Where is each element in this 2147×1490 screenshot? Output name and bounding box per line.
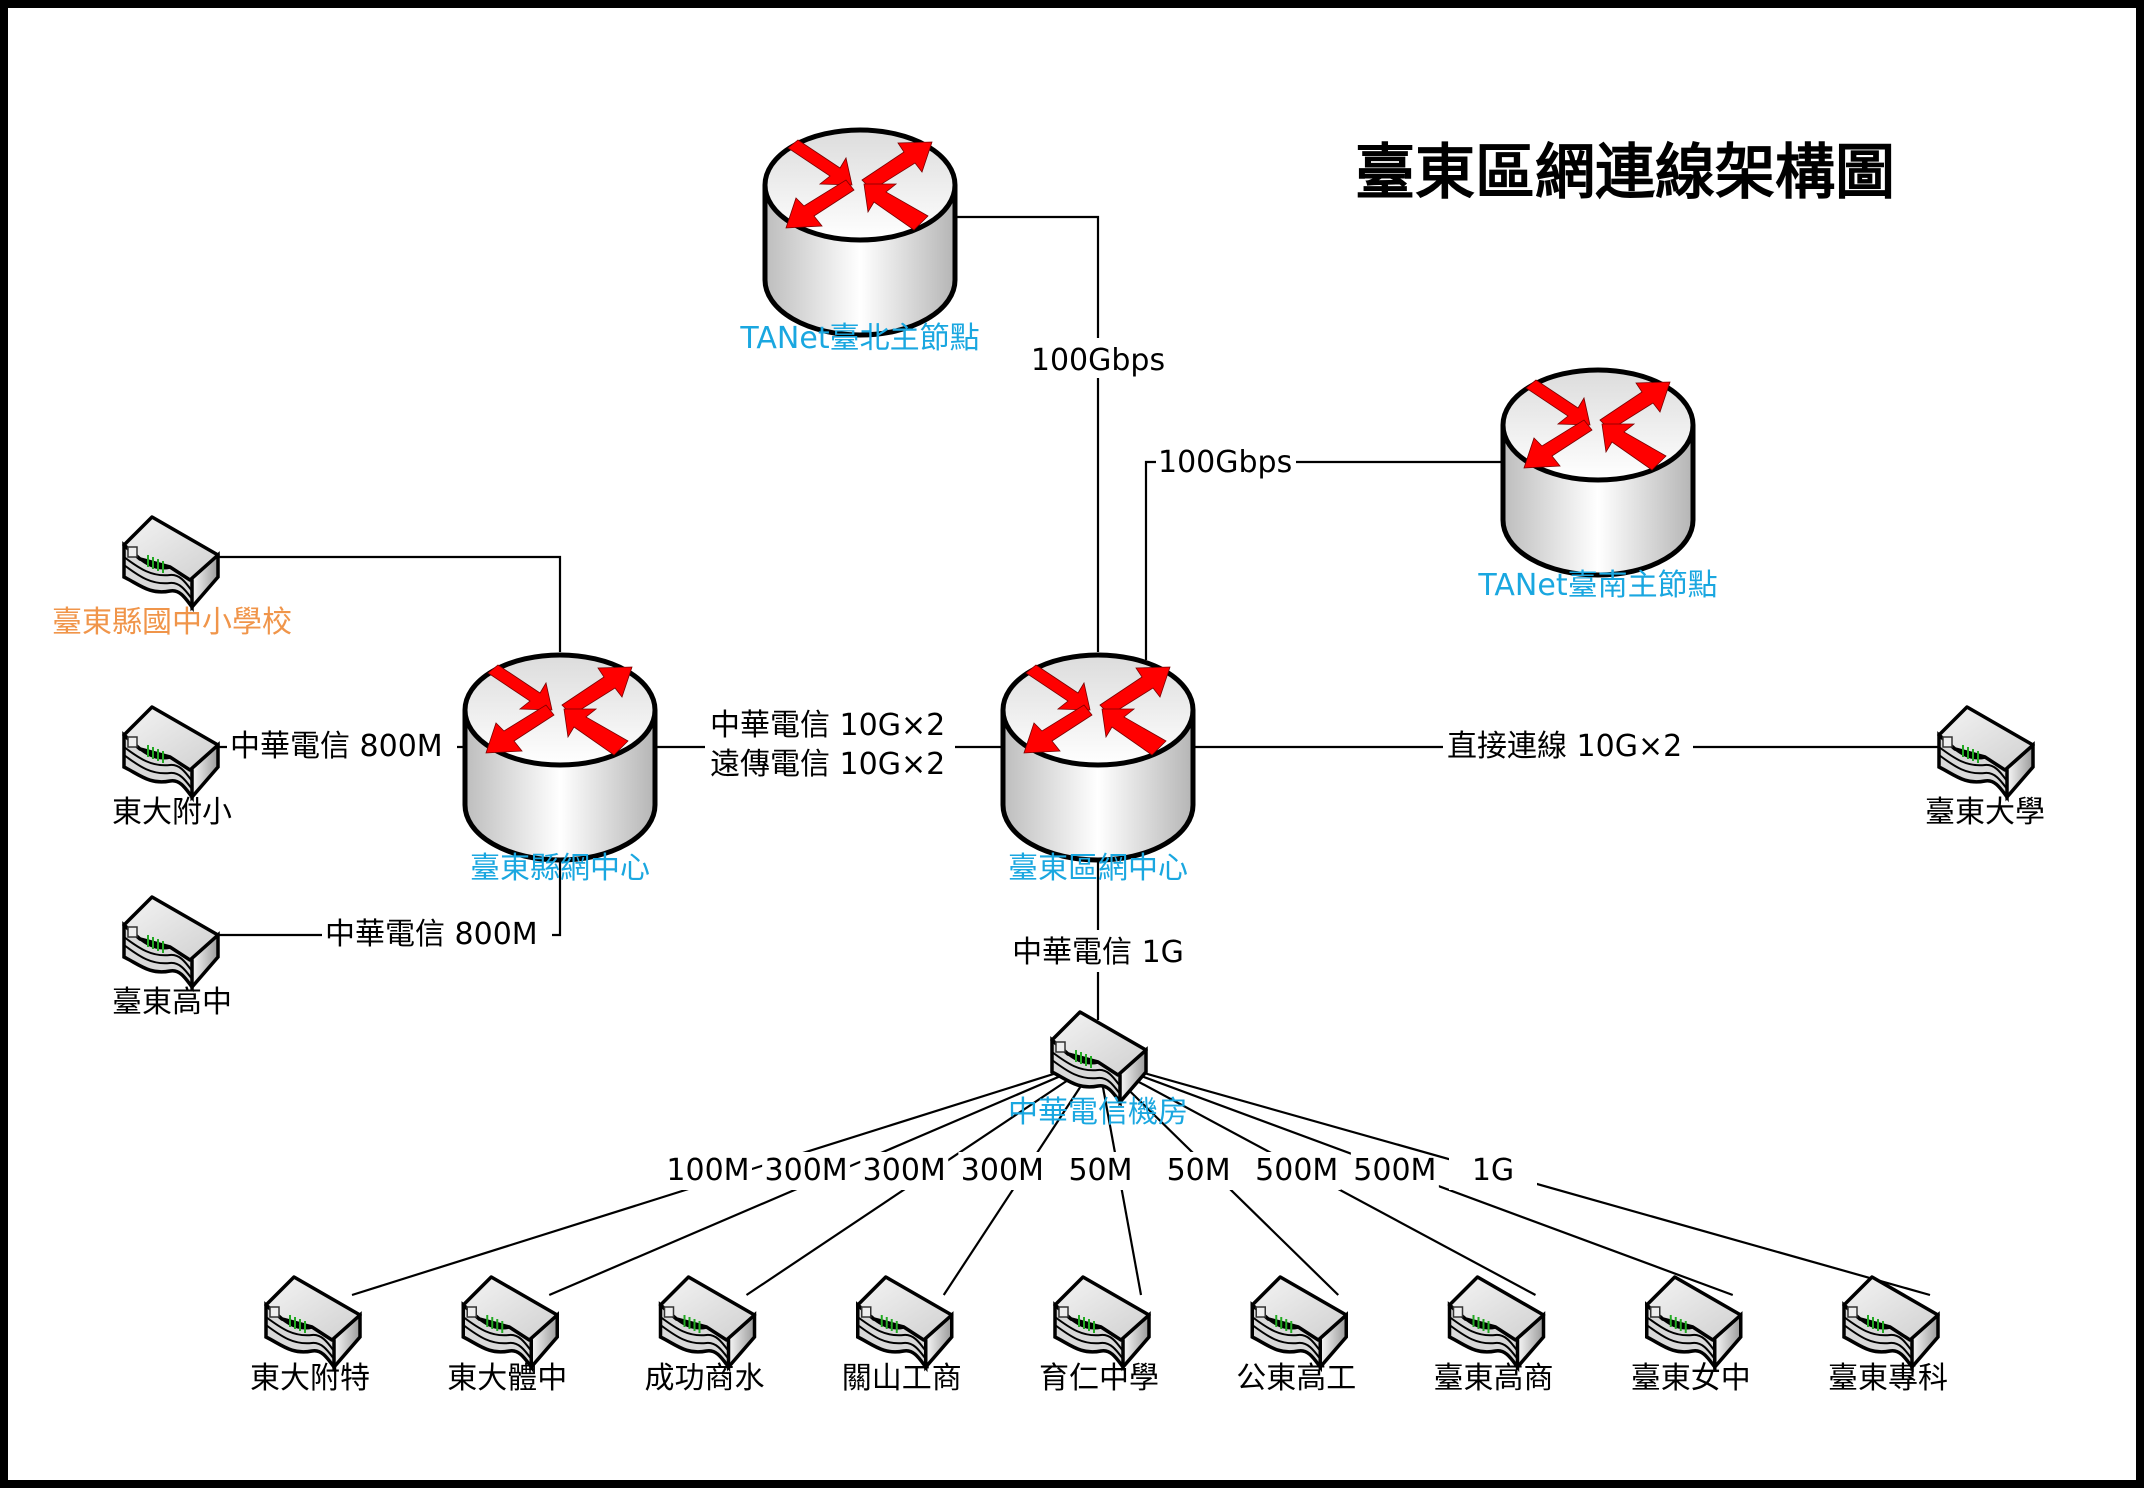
link-label-taipei-regional: 100Gbps (1031, 343, 1165, 378)
router-icon (1003, 655, 1193, 860)
branch-speed-label: 300M (863, 1153, 946, 1188)
branch-speed-label: 50M (1068, 1153, 1132, 1188)
branch-speed-label-bg (1350, 1152, 1439, 1190)
branch-school-label: 臺東專科 (1828, 1361, 1948, 1396)
branch-school: 臺東女中 (1631, 1275, 1751, 1396)
router-taipei: TANet臺北主節點 (739, 130, 980, 356)
branch-school-label: 成功商水 (645, 1361, 765, 1396)
link-label-county-dongda: 中華電信 800M (230, 729, 443, 764)
router-tainan: TANet臺南主節點 (1477, 370, 1718, 603)
branch-school-label: 育仁中學 (1039, 1361, 1159, 1396)
branch-speed-label-bg (664, 1152, 752, 1190)
branch-speed-label-bg (1449, 1152, 1537, 1190)
link-taipei-regional (955, 215, 1100, 652)
branch-school: 東大附特 (250, 1275, 370, 1396)
node-label-regional-center: 臺東區網中心 (1008, 851, 1188, 886)
router-regional-center: 臺東區網中心 (1003, 655, 1193, 886)
branch-school: 成功商水 (645, 1275, 765, 1396)
node-label-county-center: 臺東縣網中心 (470, 851, 650, 886)
node-label-taipei: TANet臺北主節點 (739, 321, 979, 356)
node-label-dongda-elementary: 東大附小 (112, 795, 232, 830)
node-label-taitung-senior: 臺東高中 (112, 985, 232, 1020)
branch-speed-label: 300M (765, 1153, 848, 1188)
branch-school: 臺東專科 (1828, 1275, 1948, 1396)
branch-speed-label: 500M (1353, 1153, 1436, 1188)
switch-county-schools: 臺東縣國中小學校 (52, 515, 292, 640)
link-county-schools (218, 555, 562, 652)
branch-speed-label: 1G (1472, 1153, 1514, 1188)
branch-school-label: 關山工商 (842, 1361, 962, 1396)
branch-school: 東大體中 (447, 1275, 567, 1396)
diagram-title: 臺東區網連線架構圖 (1355, 138, 1895, 208)
switch-nttu: 臺東大學 (1925, 705, 2045, 830)
branch-speed-label-bg (1056, 1152, 1145, 1190)
node-label-tainan: TANet臺南主節點 (1477, 568, 1717, 603)
branch-speed-label-bg (1252, 1152, 1341, 1190)
branch-speed-label: 100M (666, 1153, 749, 1188)
router-icon (1503, 370, 1693, 575)
switch-dongda-elementary: 東大附小 (112, 705, 232, 830)
link-label-county-regional-cht: 中華電信 10G×2 (710, 708, 945, 743)
branch-speed-label: 300M (961, 1153, 1044, 1188)
branch-school: 臺東高商 (1434, 1275, 1554, 1396)
router-icon (465, 655, 655, 860)
node-label-nttu: 臺東大學 (1925, 795, 2045, 830)
branch-speed-label: 500M (1255, 1153, 1338, 1188)
node-label-county-schools: 臺東縣國中小學校 (52, 605, 292, 640)
switch-taitung-senior: 臺東高中 (112, 895, 232, 1020)
branch-school: 公東高工 (1236, 1275, 1356, 1396)
branch-school-label: 東大附特 (250, 1361, 370, 1396)
branch-speed-label-bg (762, 1152, 851, 1190)
branch-speed-label-bg (1154, 1152, 1243, 1190)
branch-speed-label: 50M (1167, 1153, 1231, 1188)
branch-school-label: 東大體中 (447, 1361, 567, 1396)
router-icon (765, 130, 955, 335)
router-county-center: 臺東縣網中心 (465, 655, 655, 886)
node-label-cht-room: 中華電信機房 (1008, 1095, 1188, 1130)
branch-school-label: 公東高工 (1236, 1361, 1356, 1396)
link-label-regional-nttu: 直接連線 10G×2 (1447, 729, 1682, 764)
link-label-regional-cht: 中華電信 1G (1012, 935, 1184, 970)
link-label-county-taitung-senior: 中華電信 800M (325, 917, 538, 952)
branch-school: 關山工商 (842, 1275, 962, 1396)
link-label-tainan-regional: 100Gbps (1158, 445, 1292, 480)
link-label-county-regional-fet: 遠傳電信 10G×2 (710, 747, 945, 782)
branch-speed-label-bg (860, 1152, 949, 1190)
branch-school: 育仁中學 (1039, 1275, 1159, 1396)
link-tainan-regional (1144, 460, 1502, 660)
branch-school-label: 臺東高商 (1434, 1361, 1554, 1396)
branch-school-label: 臺東女中 (1631, 1361, 1751, 1396)
branch-speed-label-bg (958, 1152, 1047, 1190)
